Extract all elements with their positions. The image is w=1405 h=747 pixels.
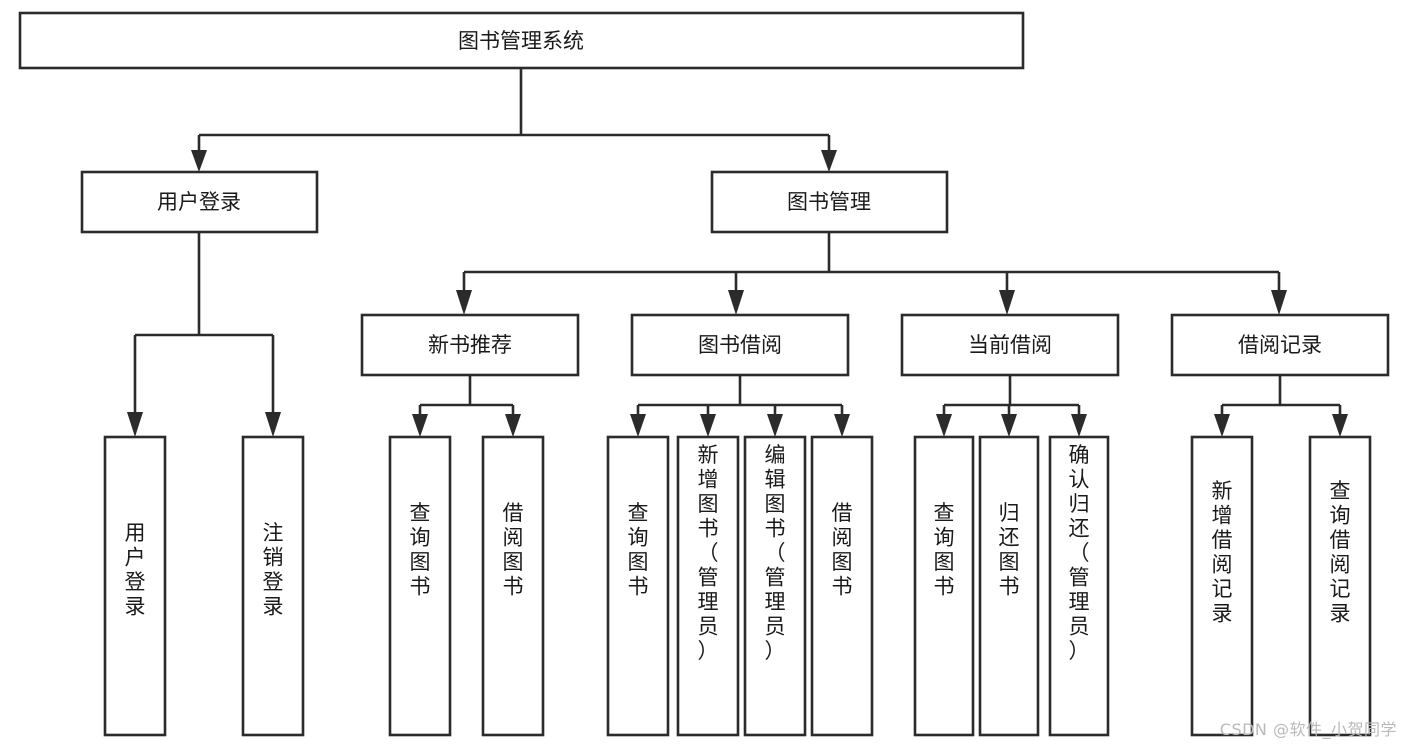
leaf-node-query-book-borrow[interactable]: 查询图书 <box>606 435 670 737</box>
leaf-node-confirm-return[interactable]: 确认归还（管理员） <box>1048 435 1110 737</box>
leaf-node-add-book-box[interactable] <box>676 435 740 737</box>
node-book-manage-box[interactable] <box>710 170 949 234</box>
arrow-head-leaf-query-book-rec <box>412 414 428 437</box>
leaf-node-logout-label: 注销登录 <box>263 521 284 619</box>
arrow-head-leaf-confirm-return <box>1071 414 1087 437</box>
leaf-node-return-book-label: 归还图书 <box>999 501 1020 599</box>
leaf-node-query-record-label: 查询借阅记录 <box>1330 479 1351 626</box>
edge-root-to-level2 <box>191 68 837 172</box>
leaf-node-query-book-rec-label: 查询图书 <box>410 501 431 599</box>
node-borrow-record[interactable]: 借阅记录 <box>1170 313 1390 377</box>
node-borrow-record-label: 借阅记录 <box>1238 333 1322 357</box>
node-book-borrow-label: 图书借阅 <box>698 333 782 357</box>
leaf-node-query-book-cur[interactable]: 查询图书 <box>913 435 975 737</box>
node-new-book-recommend-label: 新书推荐 <box>428 333 512 357</box>
leaf-node-borrow-book-rec-label: 借阅图书 <box>503 501 524 599</box>
leaf-node-confirm-return-label: 确认归还（管理员） <box>1069 443 1090 663</box>
node-current-borrow-box[interactable] <box>900 313 1120 377</box>
arrow-head-leaf-borrow-book-rec <box>505 414 521 437</box>
edge-book-manage-to-level3 <box>456 232 1287 315</box>
leaf-node-query-record-box[interactable] <box>1308 435 1372 737</box>
node-current-borrow[interactable]: 当前借阅 <box>900 313 1120 377</box>
leaf-node-query-book-cur-label: 查询图书 <box>934 501 955 599</box>
arrow-head-book-borrow <box>728 290 744 315</box>
leaf-node-return-book-box[interactable] <box>978 435 1040 737</box>
arrow-head-leaf-edit-book <box>767 414 783 437</box>
leaf-node-user-login-box[interactable] <box>103 435 167 737</box>
leaf-node-borrow-book-rec-box[interactable] <box>481 435 545 737</box>
arrow-head-current-borrow <box>999 290 1015 315</box>
arrow-head-leaf-add-record <box>1214 414 1230 437</box>
leaf-node-add-book-label: 新增图书（管理员） <box>698 443 719 663</box>
leaf-node-query-book-borrow-box[interactable] <box>606 435 670 737</box>
leaf-node-add-record-box[interactable] <box>1190 435 1254 737</box>
leaf-node-edit-book[interactable]: 编辑图书（管理员） <box>743 435 807 737</box>
edge-new-book-to-leaves <box>412 375 521 437</box>
leaf-node-add-book[interactable]: 新增图书（管理员） <box>676 435 740 737</box>
node-book-borrow[interactable]: 图书借阅 <box>630 313 850 377</box>
node-new-book-recommend-box[interactable] <box>360 313 580 377</box>
edge-layer <box>127 68 1348 437</box>
leaf-node-edit-book-box[interactable] <box>743 435 807 737</box>
arrow-head-leaf-query-book-borrow <box>630 414 646 437</box>
arrow-head-leaf-logout <box>265 412 281 437</box>
arrow-head-user-login <box>191 150 207 172</box>
leaf-node-borrow-book-rec[interactable]: 借阅图书 <box>481 435 545 737</box>
leaf-node-edit-book-label: 编辑图书（管理员） <box>765 443 786 663</box>
arrow-head-borrow-record <box>1271 290 1287 315</box>
leaf-node-borrow-book[interactable]: 借阅图书 <box>810 435 874 737</box>
node-new-book-recommend[interactable]: 新书推荐 <box>360 313 580 377</box>
leaf-node-logout-box[interactable] <box>241 435 305 737</box>
edge-user-login-to-leaves <box>127 232 281 437</box>
leaf-node-add-record[interactable]: 新增借阅记录 <box>1190 435 1254 737</box>
node-root[interactable]: 图书管理系统 <box>18 11 1025 70</box>
leaf-node-query-book-rec-box[interactable] <box>388 435 452 737</box>
arrow-head-leaf-query-record <box>1332 414 1348 437</box>
leaf-node-borrow-book-box[interactable] <box>810 435 874 737</box>
node-user-login-label: 用户登录 <box>157 190 241 214</box>
leaf-node-user-login[interactable]: 用户登录 <box>103 435 167 737</box>
edge-book-borrow-to-leaves <box>630 375 850 437</box>
leaf-node-add-record-label: 新增借阅记录 <box>1212 479 1233 626</box>
node-book-manage[interactable]: 图书管理 <box>710 170 949 234</box>
arrow-head-book-manage <box>821 150 837 172</box>
leaf-node-logout[interactable]: 注销登录 <box>241 435 305 737</box>
leaf-node-query-record[interactable]: 查询借阅记录 <box>1308 435 1372 737</box>
node-root-label: 图书管理系统 <box>458 29 584 53</box>
node-borrow-record-box[interactable] <box>1170 313 1390 377</box>
arrow-head-new-book-recommend <box>456 290 472 315</box>
node-book-borrow-box[interactable] <box>630 313 850 377</box>
node-root-box[interactable] <box>18 11 1025 70</box>
arrow-head-leaf-query-book-cur <box>936 414 952 437</box>
edge-current-borrow-to-leaves <box>936 375 1087 437</box>
leaf-node-query-book-borrow-label: 查询图书 <box>628 501 649 599</box>
arrow-head-leaf-add-book <box>700 414 716 437</box>
leaf-node-query-book-cur-box[interactable] <box>913 435 975 737</box>
node-user-login[interactable]: 用户登录 <box>80 170 319 234</box>
arrow-head-leaf-return-book <box>1001 414 1017 437</box>
node-current-borrow-label: 当前借阅 <box>968 333 1052 357</box>
leaf-node-return-book[interactable]: 归还图书 <box>978 435 1040 737</box>
arrow-head-leaf-user-login <box>127 412 143 437</box>
leaf-node-borrow-book-label: 借阅图书 <box>832 501 853 599</box>
edge-borrow-record-to-leaves <box>1214 375 1348 437</box>
leaf-node-confirm-return-box[interactable] <box>1048 435 1110 737</box>
arrow-head-leaf-borrow-book <box>834 414 850 437</box>
leaf-node-user-login-label: 用户登录 <box>125 521 146 619</box>
node-user-login-box[interactable] <box>80 170 319 234</box>
leaf-node-query-book-rec[interactable]: 查询图书 <box>388 435 452 737</box>
node-book-manage-label: 图书管理 <box>787 190 871 214</box>
